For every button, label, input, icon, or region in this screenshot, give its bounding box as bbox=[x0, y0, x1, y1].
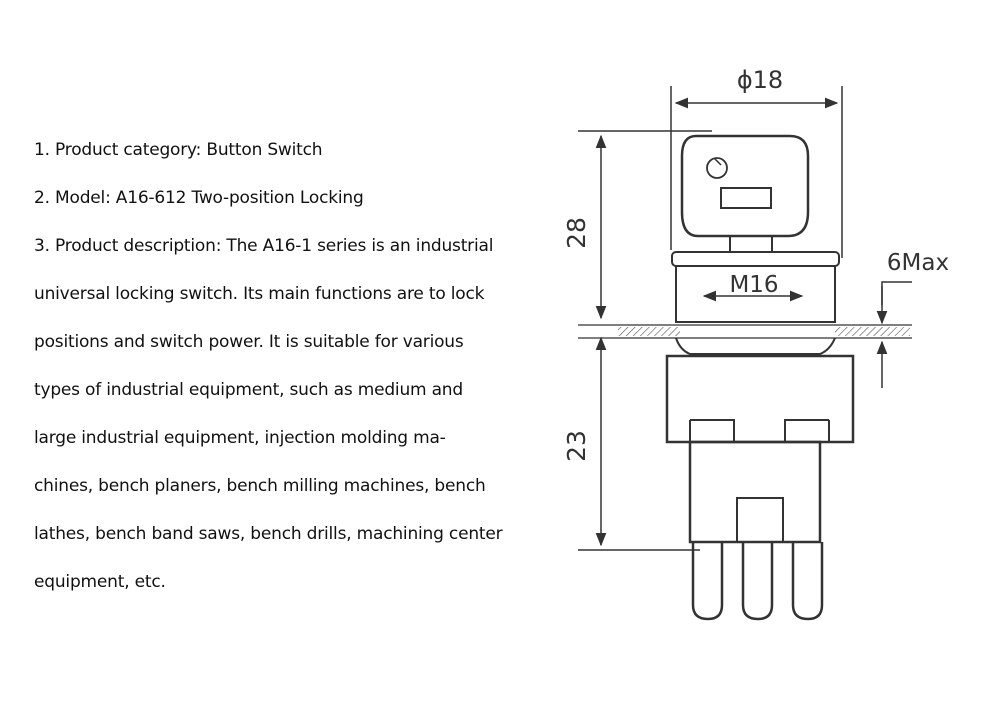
product-description: 1. Product category: Button Switch 2. Mo… bbox=[34, 126, 534, 606]
height-top-dimension bbox=[578, 130, 712, 320]
description-line: 3. Product description: The A16-1 series… bbox=[34, 236, 494, 256]
description-line: chines, bench planers, bench milling mac… bbox=[34, 476, 486, 496]
description-line: large industrial equipment, injection mo… bbox=[34, 428, 446, 448]
key-head bbox=[680, 134, 810, 238]
panel-thickness-dimension bbox=[876, 281, 912, 388]
description-line: types of industrial equipment, such as m… bbox=[34, 380, 463, 400]
height-bottom-dimension bbox=[578, 336, 700, 551]
description-line: 1. Product category: Button Switch bbox=[34, 140, 323, 160]
height-bottom-label: 23 bbox=[562, 430, 591, 462]
description-line: 2. Model: A16-612 Two-position Locking bbox=[34, 188, 364, 208]
thread-label: M16 bbox=[729, 272, 778, 298]
description-line: equipment, etc. bbox=[34, 572, 166, 592]
diameter-label: ϕ18 bbox=[737, 66, 783, 94]
switch-body bbox=[665, 354, 855, 544]
description-line: lathes, bench band saws, bench drills, m… bbox=[34, 524, 503, 544]
terminal-pins bbox=[691, 542, 824, 621]
height-top-label: 28 bbox=[562, 217, 591, 249]
panel-thickness-label: 6Max bbox=[887, 250, 949, 276]
key-neck bbox=[729, 235, 773, 253]
description-line: positions and switch power. It is suitab… bbox=[34, 332, 464, 352]
diameter-dimension bbox=[670, 86, 843, 258]
description-line: universal locking switch. Its main funct… bbox=[34, 284, 485, 304]
dimension-drawing: ϕ18 28 23 M16 6Max bbox=[562, 66, 949, 621]
mounting-panel bbox=[578, 324, 912, 355]
threaded-nut bbox=[671, 251, 840, 323]
